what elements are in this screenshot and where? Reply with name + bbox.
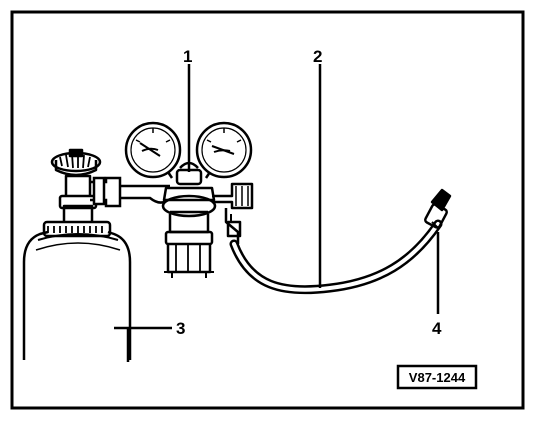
hose [229, 219, 443, 295]
pressure-regulator [124, 121, 254, 278]
pressure-gauge [124, 121, 182, 179]
reference-code-box: V87-1244 [396, 364, 478, 390]
cylinder-connector-pipe [90, 176, 170, 208]
leader-lines [114, 64, 440, 362]
diagram-frame [10, 10, 525, 410]
callout-3: 3 [176, 319, 185, 338]
callout-1: 1 [183, 47, 192, 66]
pressure-gauge [195, 121, 253, 179]
reference-code: V87-1244 [409, 370, 466, 385]
hose-end-connector [424, 188, 452, 229]
callout-2: 2 [313, 47, 322, 66]
callout-4: 4 [432, 319, 442, 338]
